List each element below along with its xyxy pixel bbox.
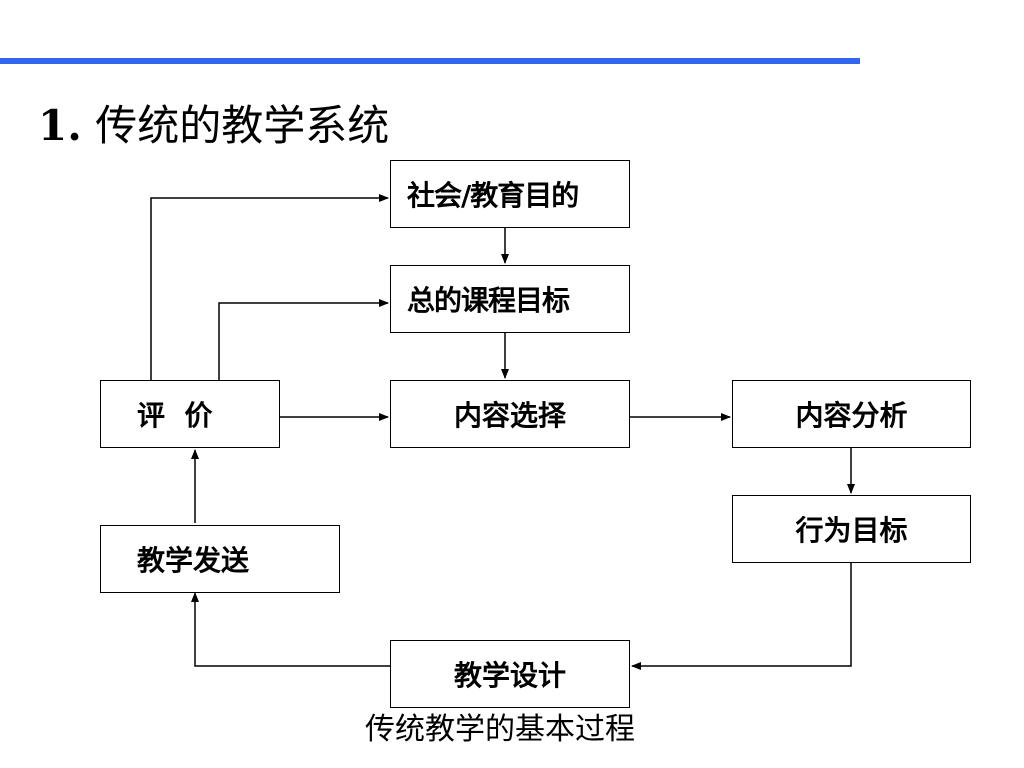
node-label: 社会/教育目的: [407, 179, 579, 212]
node-label: 教学设计: [453, 659, 566, 692]
slide-title: 1. 传统的教学系统: [38, 98, 389, 154]
title-text: 传统的教学系统: [95, 101, 390, 150]
arrow-design-to-delivery: [191, 592, 390, 667]
node-social-education-goals: 社会/教育目的: [390, 160, 630, 228]
node-label: 教学发送: [137, 544, 250, 577]
arrow-behavior-to-design: [631, 562, 852, 670]
title-number: 1.: [38, 101, 82, 150]
node-label: 内容分析: [795, 399, 908, 432]
arrow-evaluation-to-social-goals: [150, 194, 389, 380]
node-teaching-delivery: 教学发送: [100, 525, 340, 593]
node-curriculum-goals: 总的课程目标: [390, 265, 630, 333]
node-label: 评 价: [137, 399, 213, 432]
node-label: 内容选择: [453, 399, 566, 432]
node-content-analysis: 内容分析: [732, 380, 971, 448]
arrow-evaluation-to-curriculum: [218, 299, 389, 380]
node-behavior-goals: 行为目标: [732, 495, 971, 563]
node-teaching-design: 教学设计: [390, 640, 630, 708]
header-rule: [0, 58, 860, 64]
diagram-caption: 传统教学的基本过程: [365, 712, 635, 747]
node-evaluation: 评 价: [100, 380, 280, 448]
node-label: 行为目标: [795, 514, 908, 547]
node-content-selection: 内容选择: [390, 380, 630, 448]
node-label: 总的课程目标: [407, 284, 570, 317]
